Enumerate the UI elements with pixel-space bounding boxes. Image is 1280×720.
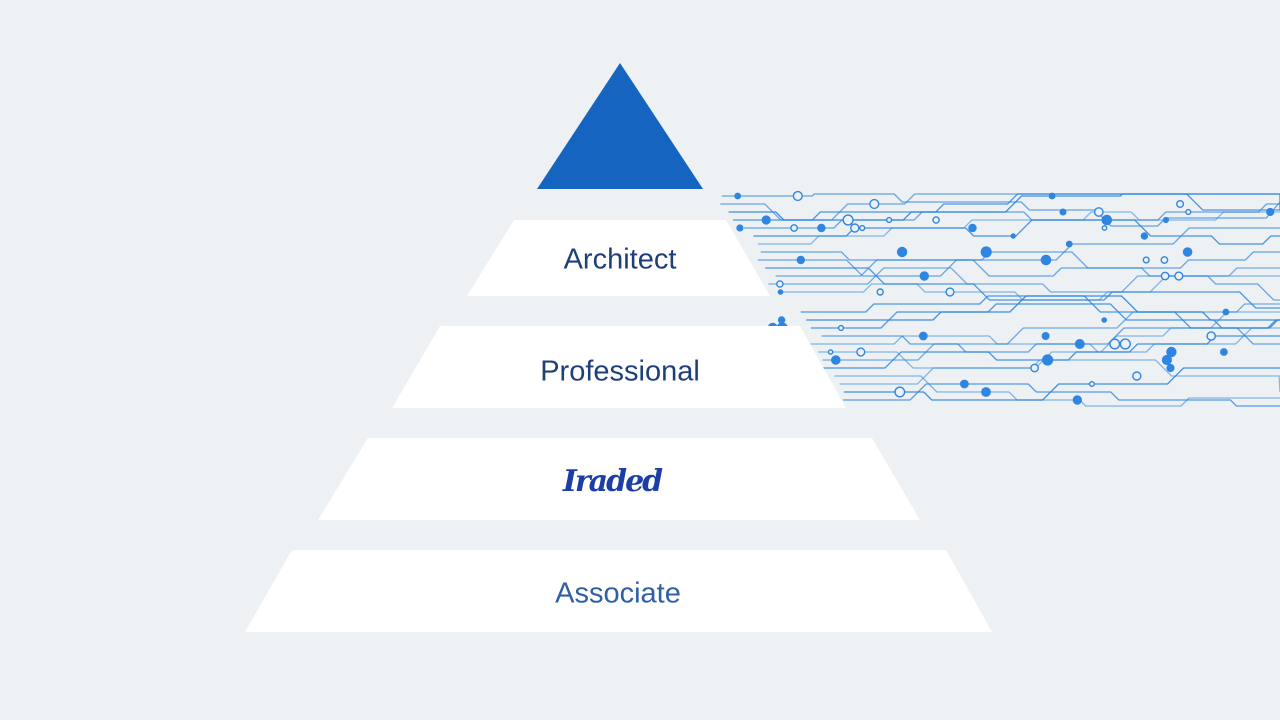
- circuit-trace: [728, 193, 1280, 221]
- circuit-node: [792, 190, 803, 202]
- circuit-node: [960, 379, 969, 389]
- circuit-node: [1142, 256, 1150, 264]
- circuit-trace: [775, 251, 1280, 301]
- circuit-node: [1132, 371, 1142, 381]
- circuit-node: [790, 224, 798, 232]
- circuit-trace: [811, 303, 1280, 329]
- circuit-node: [1059, 208, 1067, 216]
- circuit-node: [1266, 207, 1275, 217]
- circuit-node: [776, 280, 784, 288]
- circuit-trace: [806, 295, 1280, 321]
- circuit-node: [1065, 240, 1073, 248]
- pyramid-apex: [537, 63, 703, 189]
- circuit-node: [761, 215, 771, 225]
- circuit-node: [1074, 339, 1085, 350]
- circuit-node: [932, 216, 940, 224]
- circuit-node: [1119, 338, 1131, 350]
- circuit-node: [1040, 254, 1052, 266]
- circuit-node: [1072, 395, 1083, 405]
- circuit-trace: [744, 203, 1280, 229]
- circuit-node: [918, 331, 928, 341]
- circuit-node: [1185, 208, 1192, 216]
- circuit-node: [1182, 247, 1193, 257]
- circuit-node: [885, 216, 893, 224]
- circuit-node: [842, 214, 854, 226]
- circuit-node: [1220, 348, 1228, 356]
- circuit-node: [1088, 381, 1095, 388]
- circuit-trace: [843, 383, 1280, 407]
- circuit-node: [1048, 192, 1056, 200]
- circuit-node: [1162, 216, 1170, 224]
- circuit-trace: [757, 211, 1280, 245]
- tier-label-architect: Architect: [564, 244, 677, 276]
- circuit-node: [894, 386, 906, 398]
- circuit-trace: [732, 193, 1280, 221]
- circuit-node: [831, 355, 841, 365]
- circuit-trace: [821, 335, 1280, 369]
- circuit-node: [1041, 354, 1054, 366]
- circuit-node: [1109, 338, 1121, 350]
- tier-label-iraded: Iraded: [562, 464, 663, 499]
- circuit-traces-icon: [720, 190, 1280, 407]
- circuit-trace: [839, 311, 1280, 385]
- circuit-node: [837, 324, 845, 332]
- circuit-node: [856, 347, 866, 357]
- circuit-node: [796, 255, 805, 265]
- circuit-node: [1101, 317, 1107, 323]
- circuit-trace: [720, 193, 1280, 221]
- circuit-node: [817, 223, 826, 233]
- circuit-node: [1101, 225, 1108, 231]
- circuit-node: [827, 349, 834, 355]
- circuit-node: [1166, 346, 1177, 358]
- circuit-trace: [753, 219, 1280, 245]
- circuit-trace: [760, 251, 1280, 277]
- circuit-node: [1166, 363, 1175, 373]
- circuit-trace: [721, 193, 1280, 227]
- circuit-node: [859, 224, 866, 232]
- circuit-node: [968, 223, 977, 233]
- circuit-trace: [810, 327, 1280, 353]
- circuit-node: [945, 287, 955, 297]
- circuit-node: [1093, 207, 1104, 217]
- circuit-node: [777, 316, 786, 324]
- pyramid-tier-associate: Associate: [245, 550, 992, 632]
- circuit-node: [1206, 331, 1216, 341]
- circuit-trace: [768, 267, 1280, 293]
- circuit-node: [1161, 354, 1173, 366]
- pyramid-tier-architect: Architect: [467, 220, 770, 296]
- circuit-node: [777, 289, 784, 295]
- circuit-node: [734, 192, 742, 200]
- circuit-node: [1222, 308, 1230, 316]
- circuit-node: [896, 246, 908, 258]
- tier-label-associate: Associate: [555, 578, 681, 610]
- circuit-node: [981, 387, 991, 397]
- circuit-node: [1140, 232, 1149, 240]
- circuit-node: [1176, 199, 1185, 208]
- circuit-node: [1030, 363, 1040, 373]
- circuit-node: [1041, 332, 1050, 341]
- circuit-node: [1160, 256, 1169, 264]
- circuit-node: [736, 224, 744, 232]
- circuit-node: [1101, 214, 1113, 226]
- circuit-node: [876, 288, 884, 296]
- circuit-node: [850, 223, 860, 233]
- circuit-trace: [765, 267, 1280, 309]
- circuit-trace: [821, 327, 1280, 353]
- tier-label-professional: Professional: [540, 356, 700, 388]
- circuit-node: [1160, 271, 1170, 281]
- circuit-node: [1174, 271, 1184, 281]
- circuit-node: [919, 271, 929, 281]
- pyramid-tier-professional: Professional: [392, 326, 846, 408]
- circuit-node: [869, 198, 880, 210]
- circuit-node: [980, 246, 992, 258]
- circuit-node: [1010, 233, 1016, 239]
- pyramid-tier-iraded: Iraded: [318, 438, 920, 520]
